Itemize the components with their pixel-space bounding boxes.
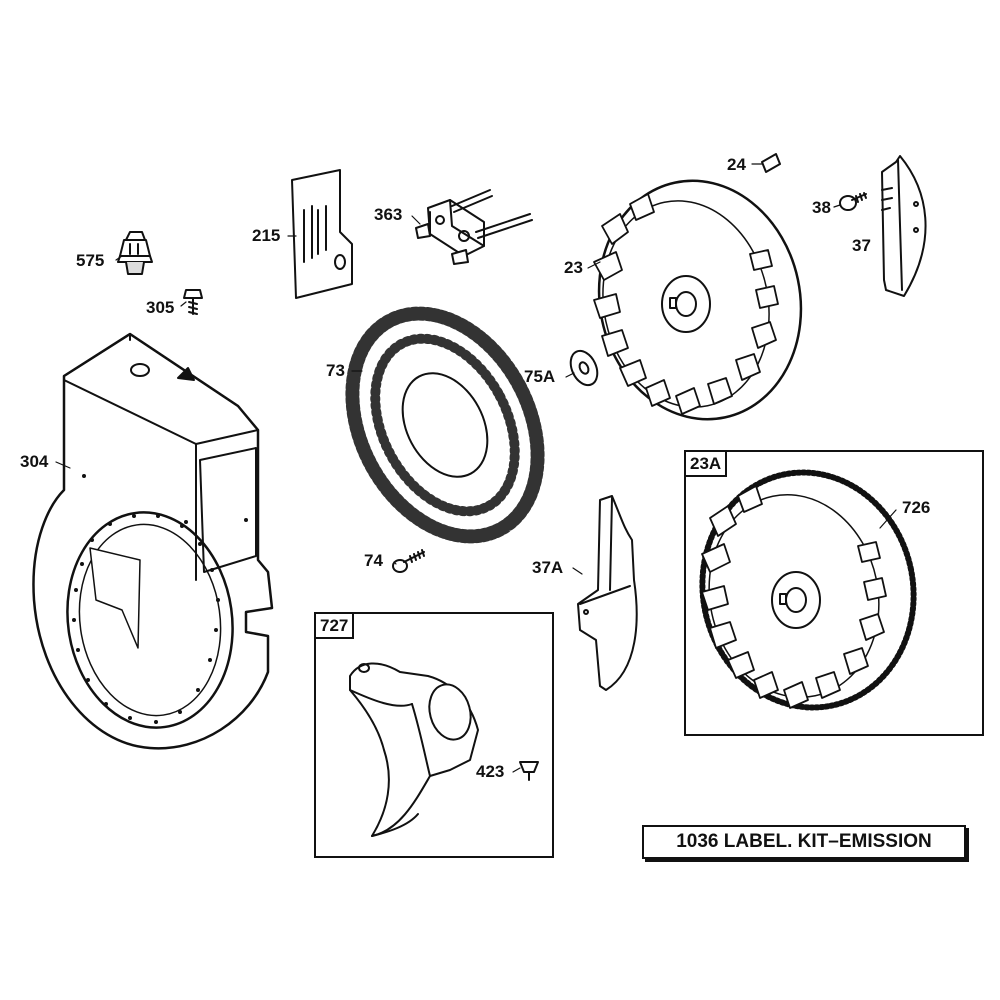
label-73: 73 bbox=[326, 361, 345, 380]
part-23A-flywheel bbox=[699, 469, 917, 711]
label-23: 23 bbox=[564, 258, 583, 277]
part-304-blower-housing bbox=[32, 332, 274, 750]
label-305: 305 bbox=[146, 298, 175, 317]
label-363: 363 bbox=[374, 205, 403, 224]
label-423: 423 bbox=[476, 762, 505, 781]
label-23A: 23A bbox=[684, 450, 728, 477]
label-75A: 75A bbox=[524, 367, 556, 386]
part-37A-shield bbox=[577, 495, 638, 691]
part-38-screw bbox=[839, 192, 867, 211]
kit-727-frame bbox=[314, 612, 554, 858]
label-37A: 37A bbox=[532, 558, 564, 577]
label-727: 727 bbox=[314, 612, 355, 639]
part-23-flywheel bbox=[593, 179, 803, 421]
part-24-key bbox=[761, 153, 781, 173]
kit-23A-frame bbox=[684, 450, 984, 736]
part-73-screen bbox=[345, 306, 545, 544]
label-575: 575 bbox=[76, 251, 105, 270]
part-423-screw bbox=[519, 761, 539, 781]
label-215: 215 bbox=[252, 226, 281, 245]
label-38: 38 bbox=[812, 198, 831, 217]
label-726: 726 bbox=[902, 498, 931, 517]
part-215-plate bbox=[291, 169, 353, 299]
label-74: 74 bbox=[364, 551, 383, 570]
label-304: 304 bbox=[20, 452, 49, 471]
part-37-shield bbox=[881, 155, 927, 297]
leader-lines bbox=[55, 163, 897, 773]
part-74-screw bbox=[392, 549, 425, 573]
part-363-bracket bbox=[415, 189, 533, 265]
label-37: 37 bbox=[852, 236, 871, 255]
part-305-screw bbox=[183, 289, 203, 315]
part-75A-washer bbox=[569, 349, 599, 387]
emission-label-kit-caption: 1036 LABEL. KIT–EMISSION bbox=[642, 825, 966, 859]
part-575-fitting bbox=[117, 231, 153, 275]
part-727-guard bbox=[349, 662, 479, 837]
label-24: 24 bbox=[727, 155, 746, 174]
